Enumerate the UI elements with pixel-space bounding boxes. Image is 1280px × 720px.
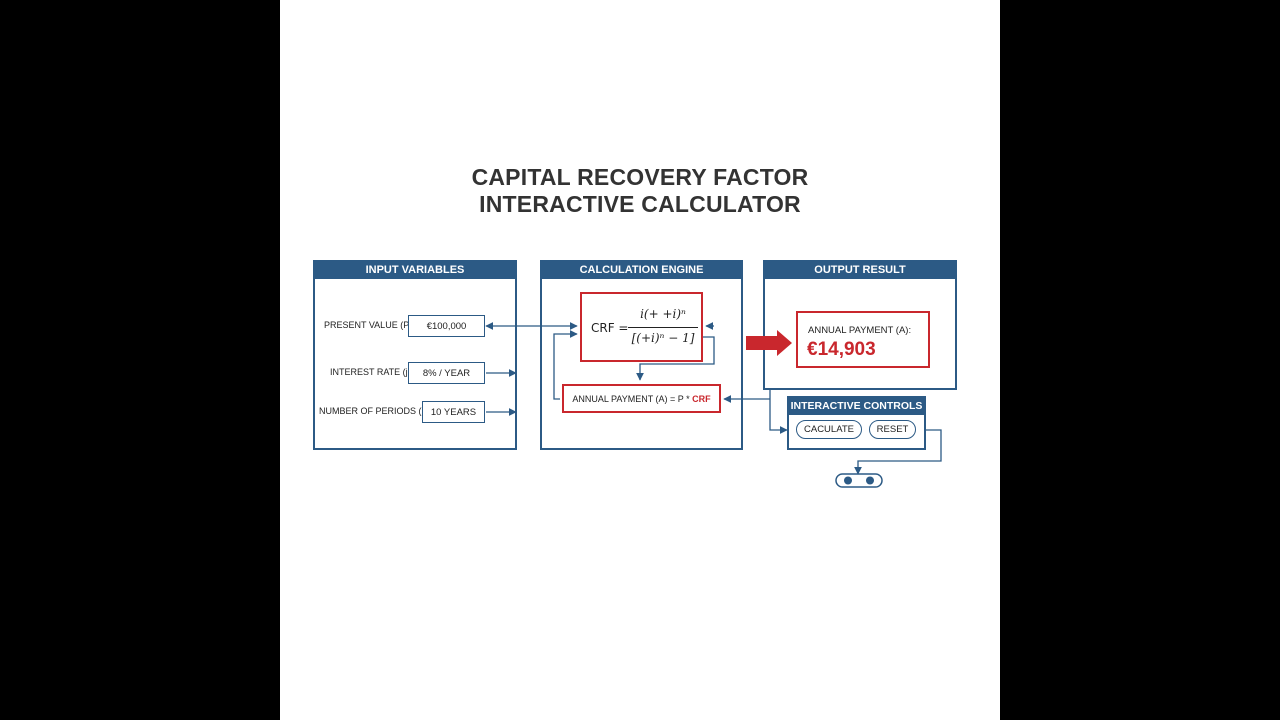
calculate-button[interactable]: CACULATE xyxy=(796,420,862,439)
interactive-controls-header: INTERACTIVE CONTROLS xyxy=(789,398,924,415)
present-value-field[interactable]: €100,000 xyxy=(408,315,485,337)
reset-button[interactable]: RESET xyxy=(869,420,916,439)
interest-rate-label: INTEREST RATE (j: xyxy=(330,367,411,377)
input-variables-header: INPUT VARIABLES xyxy=(315,262,515,279)
payment-formula-box: ANNUAL PAYMENT (A) = P * CRF xyxy=(562,384,721,413)
toggle-icon xyxy=(835,473,883,488)
present-value-label: PRESENT VALUE (P: xyxy=(324,320,412,330)
input-variables-panel: INPUT VARIABLES xyxy=(313,260,517,450)
crf-formula-box: CRF = i(+ +i)ⁿ [(+i)ⁿ − 1] xyxy=(580,292,703,362)
fraction-bar xyxy=(628,327,698,328)
calculation-engine-header: CALCULATION ENGINE xyxy=(542,262,741,279)
interest-rate-field[interactable]: 8% / YEAR xyxy=(408,362,485,384)
title-line-1: CAPITAL RECOVERY FACTOR xyxy=(471,164,809,190)
output-to-controls-arrow xyxy=(769,390,788,434)
crf-denominator: [(+i)ⁿ − 1] xyxy=(631,331,695,345)
output-label: ANNUAL PAYMENT (A): xyxy=(808,325,912,336)
payment-formula: ANNUAL PAYMENT (A) = P * CRF xyxy=(564,394,719,404)
periods-field[interactable]: 10 YEARS xyxy=(422,401,485,423)
output-value-box: ANNUAL PAYMENT (A): €14,903 xyxy=(796,311,930,368)
periods-label: NUMBER OF PERIODS (n: xyxy=(319,406,430,416)
output-value: €14,903 xyxy=(807,339,876,360)
payment-formula-crf: CRF xyxy=(692,394,711,404)
title-line-2: INTERACTIVE CALCULATOR xyxy=(479,191,801,217)
crf-numerator: i(+ +i)ⁿ xyxy=(640,307,686,321)
output-result-header: OUTPUT RESULT xyxy=(765,262,955,279)
diagram-canvas: CAPITAL RECOVERY FACTOR INTERACTIVE CALC… xyxy=(280,0,1000,720)
crf-label: CRF = xyxy=(591,321,629,335)
payment-formula-text: ANNUAL PAYMENT (A) = P * xyxy=(572,394,690,404)
